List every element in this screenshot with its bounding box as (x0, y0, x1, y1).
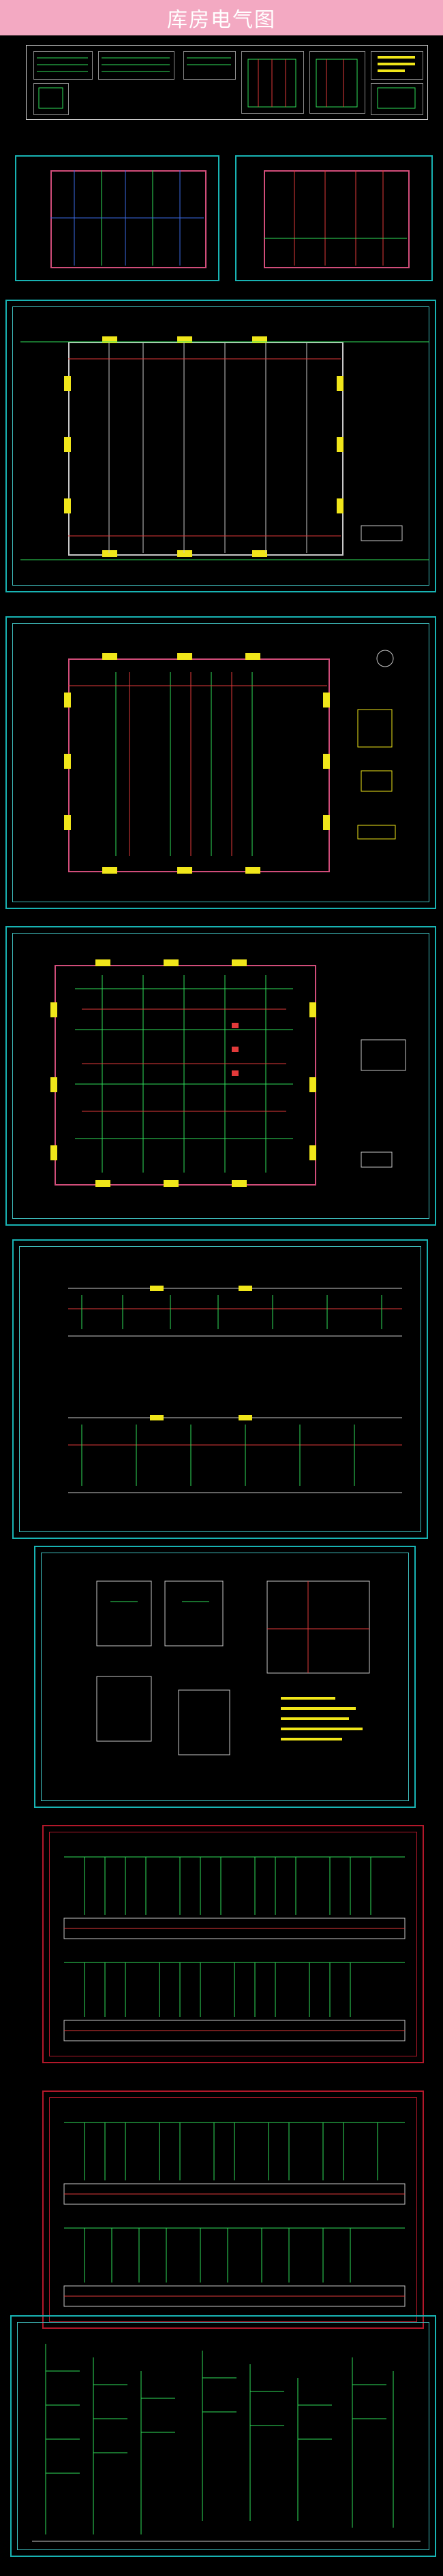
floor-plan-right-drawing (264, 170, 407, 266)
detailed-power-plan-drawing (75, 975, 406, 1173)
sections-drawing (68, 1286, 402, 1493)
sheet-details (34, 1546, 416, 1808)
details-drawing (96, 1580, 370, 1755)
distribution-1-drawing (63, 1856, 406, 2041)
sheet-detailed-power-plan (5, 926, 436, 1226)
sheet-cover (26, 45, 428, 120)
sheet-floor-plans-pair-2 (235, 155, 433, 281)
sheet-power-plan (5, 616, 436, 909)
floor-plan-left-drawing (50, 170, 204, 266)
power-plan-drawing (68, 650, 396, 856)
lighting-plan-drawing (20, 341, 429, 560)
sheet-riser-diagram (10, 2315, 436, 2557)
distribution-2-drawing (63, 2122, 406, 2307)
sheet-floor-plans-pair (15, 155, 219, 281)
sheet-sections (12, 1239, 428, 1539)
sheet-distribution-2 (42, 2090, 424, 2329)
sheet-lighting-plan (5, 300, 436, 592)
page-title: 库房电气图 (167, 8, 276, 32)
cover-drawing (37, 56, 416, 109)
riser-diagram-drawing (32, 2344, 421, 2542)
sheet-distribution-1 (42, 1825, 424, 2063)
page-header: 库房电气图 (0, 0, 443, 35)
